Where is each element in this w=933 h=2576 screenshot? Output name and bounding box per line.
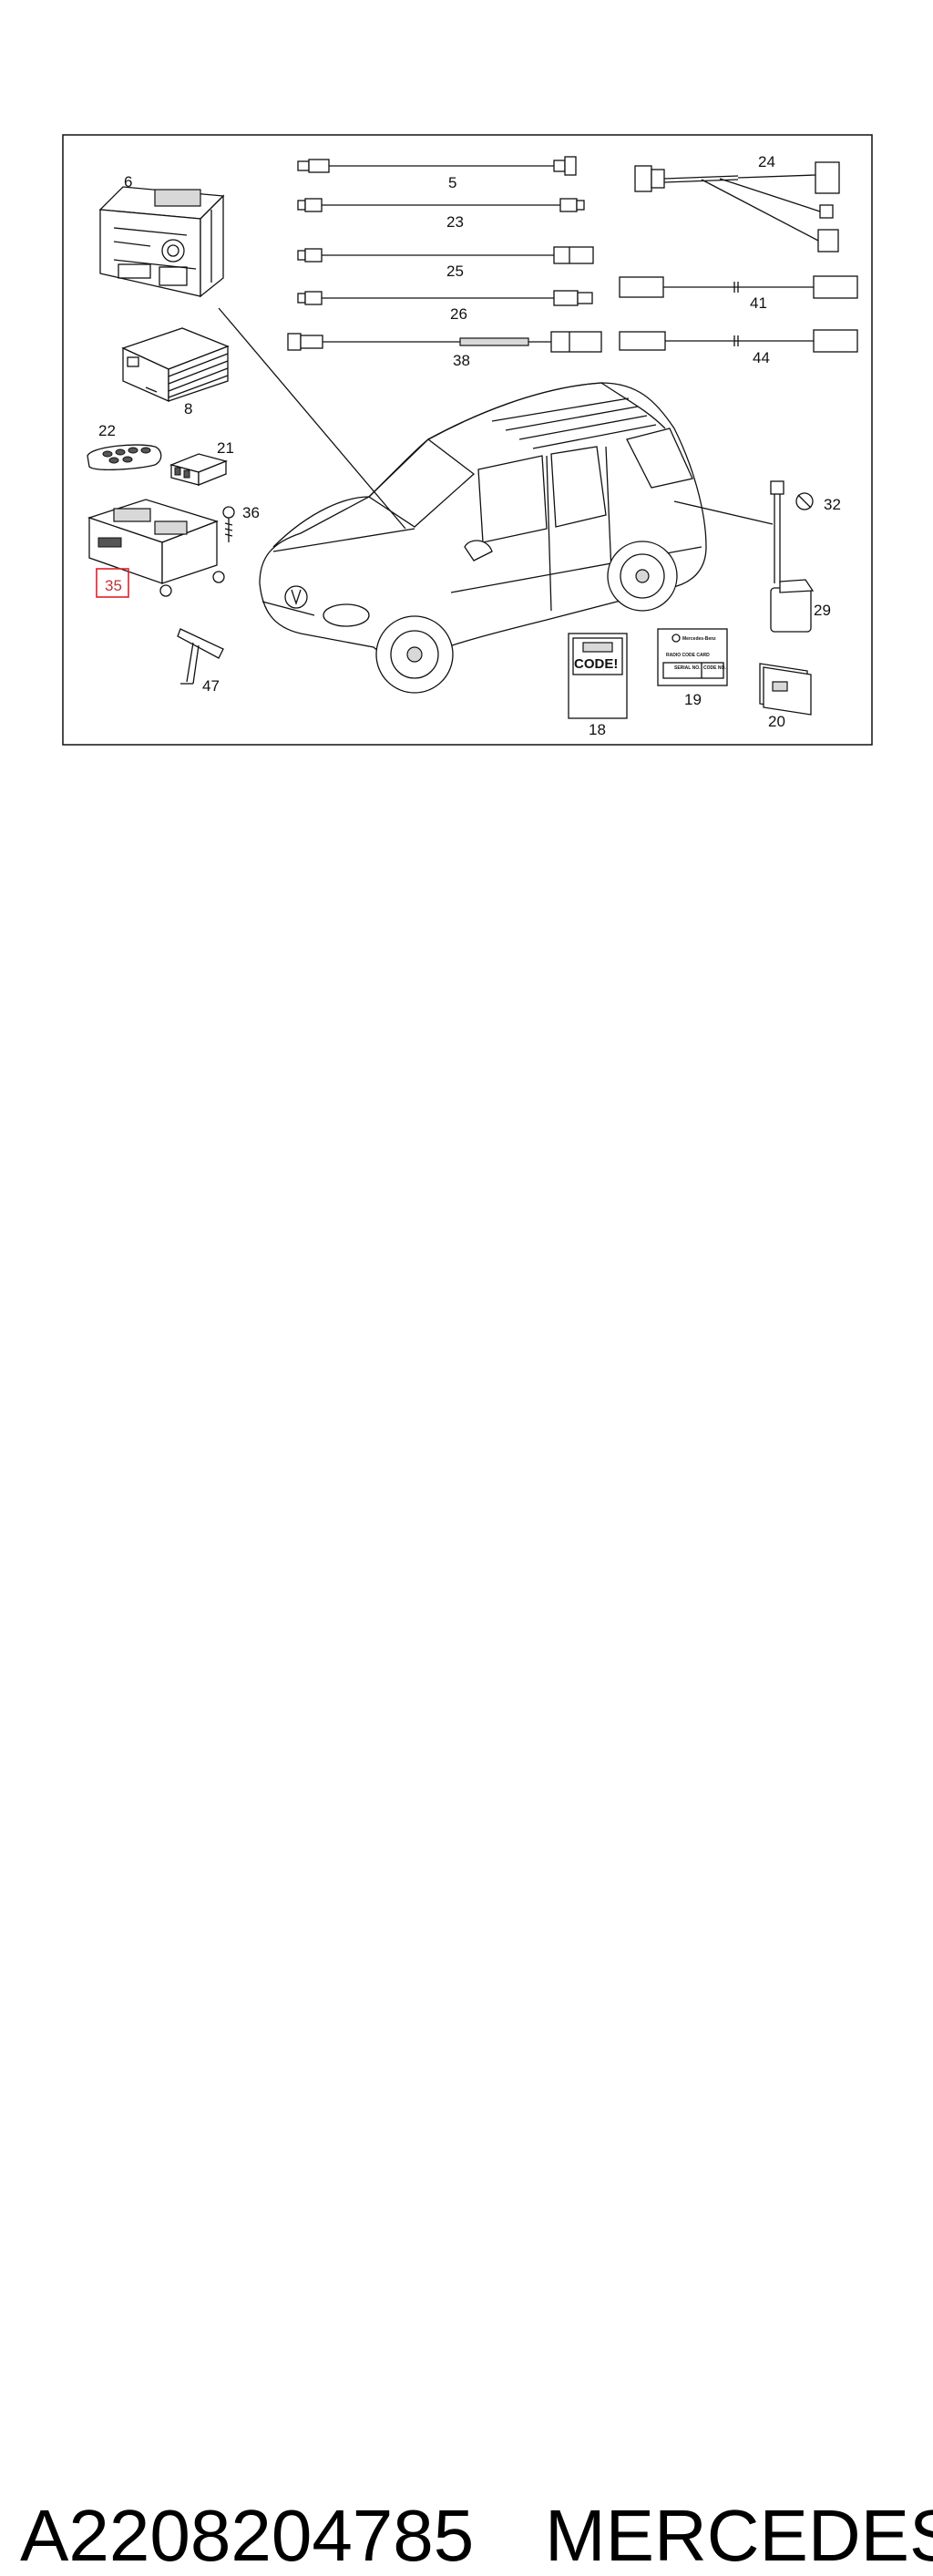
cable-part-44: 44 — [619, 329, 858, 366]
callout-35: 35 — [105, 577, 122, 594]
callout-23: 23 — [446, 213, 464, 231]
callout-47: 47 — [202, 677, 220, 695]
callout-18: 18 — [589, 721, 606, 738]
radio-unit-part-6: 6 — [98, 173, 225, 298]
connector-block-part-21: 21 — [169, 439, 234, 486]
wiring-harness-part-24: 24 — [634, 153, 840, 252]
remote-key-part-22: 22 — [87, 422, 162, 470]
callout-24: 24 — [758, 153, 775, 170]
brand-name: MERCEDES — [545, 2495, 933, 2576]
manual-booklet-part-20: 20 — [759, 663, 812, 730]
cd-changer-part-8: 8 — [121, 327, 230, 417]
cable-part-25: 25 — [297, 246, 594, 280]
code-card-serial-label: SERIAL NO. — [674, 665, 701, 671]
callout-26: 26 — [450, 305, 467, 323]
code-sticker-text: CODE! — [574, 656, 618, 672]
callout-41: 41 — [750, 294, 767, 312]
radio-code-card-part-19: Mercedes-Benz RADIO CODE CARD SERIAL NO.… — [657, 628, 728, 708]
code-sticker-part-18: CODE! 18 — [568, 633, 628, 738]
caption-bar: A2208204785 MERCEDES — [0, 1249, 933, 2572]
cable-part-23: 23 — [297, 198, 585, 231]
callout-8: 8 — [184, 400, 192, 417]
callout-38: 38 — [453, 352, 470, 369]
callout-5: 5 — [448, 174, 456, 191]
callout-25: 25 — [446, 263, 464, 280]
callout-19: 19 — [684, 691, 702, 708]
code-card-brand: Mercedes-Benz — [682, 636, 716, 642]
callout-20: 20 — [768, 713, 785, 730]
bracket-part-47: 47 — [177, 628, 224, 695]
callout-32: 32 — [824, 496, 841, 513]
code-card-code-label: CODE NO. — [703, 665, 726, 671]
part-number: A2208204785 — [20, 2495, 475, 2576]
callout-22: 22 — [98, 422, 116, 439]
callout-21: 21 — [217, 439, 234, 457]
screw-part-36: 36 — [222, 504, 260, 542]
cable-part-38: 38 — [287, 331, 602, 369]
diagram-frame — [62, 134, 873, 746]
callout-35-highlight-box — [96, 568, 129, 598]
code-card-title: RADIO CODE CARD — [666, 653, 710, 658]
callout-44: 44 — [753, 349, 770, 366]
vehicle-illustration — [218, 307, 774, 694]
cable-part-5: 5 — [297, 156, 577, 191]
control-module-part-35: 35 — [87, 499, 225, 598]
cable-part-26: 26 — [297, 290, 593, 323]
cable-part-41: 41 — [619, 275, 858, 312]
callout-36: 36 — [242, 504, 260, 521]
parts-diagram: 6 8 22 21 — [62, 134, 873, 746]
callout-6: 6 — [124, 173, 132, 191]
antenna-module-part-29: 29 — [770, 480, 831, 633]
callout-29: 29 — [814, 602, 831, 619]
clip-part-32: 32 — [795, 492, 841, 513]
